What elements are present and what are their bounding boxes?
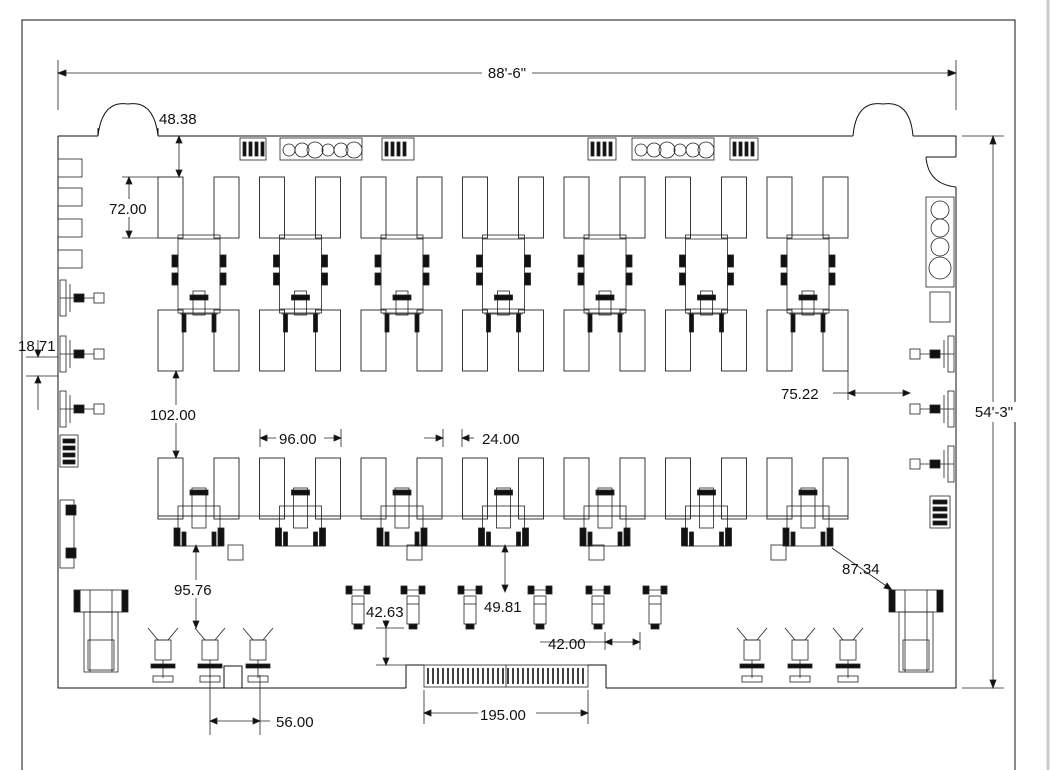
door-top-left xyxy=(97,103,159,137)
power-rack xyxy=(665,487,747,547)
dim-corner-clearance xyxy=(831,547,893,591)
wall-rack-station xyxy=(909,445,955,483)
bottom-platform-row xyxy=(157,457,849,561)
small-dumbbell-rack xyxy=(239,137,267,161)
storage-box xyxy=(588,544,605,561)
adjustable-bench xyxy=(400,585,426,630)
dim-cable-spacing xyxy=(208,675,270,735)
small-dumbbell-rack xyxy=(729,137,759,161)
wall-rack-station xyxy=(59,335,105,373)
top-platform-row xyxy=(157,176,849,372)
top-platform-1 xyxy=(157,176,240,372)
left-wall-storage-boxes xyxy=(57,158,83,269)
left-wall-bench xyxy=(59,499,77,569)
bottom-platform-7 xyxy=(766,457,849,547)
top-wall-storage xyxy=(239,137,759,161)
power-rack xyxy=(476,234,531,333)
bottom-platform-3 xyxy=(360,457,443,547)
label-bench-to-dumbbell: 49.81 xyxy=(484,599,522,616)
label-platform-length: 72.00 xyxy=(109,201,147,218)
overall-depth-label: 54'-3" xyxy=(975,404,1013,421)
power-rack xyxy=(171,234,227,333)
leg-station xyxy=(832,627,864,683)
label-dumbbell-spacing: 42.00 xyxy=(548,636,586,653)
storage-box xyxy=(227,544,244,561)
power-rack xyxy=(273,234,328,333)
small-dumbbell-rack xyxy=(587,137,617,161)
power-rack xyxy=(564,487,645,547)
power-rack xyxy=(780,234,836,333)
door-right-wall xyxy=(925,156,957,188)
label-corner-clearance: 87.34 xyxy=(842,561,880,578)
label-cable-spacing: 56.00 xyxy=(276,714,314,731)
wall-rack-station xyxy=(59,390,105,428)
adjustable-bench xyxy=(585,585,611,630)
wall-rack-station xyxy=(909,390,955,428)
right-wall-ball-rack xyxy=(925,196,955,323)
storage-box xyxy=(770,544,787,561)
label-bench-gap: 95.76 xyxy=(174,582,212,599)
bottom-platform-6 xyxy=(665,457,747,547)
label-wall-to-platform: 48.38 xyxy=(159,111,197,128)
dim-bench-to-dumbbell xyxy=(501,543,509,594)
label-rack-width: 96.00 xyxy=(279,431,317,448)
bottom-platform-1 xyxy=(157,457,240,547)
top-platform-2 xyxy=(259,176,341,372)
adjustable-bench xyxy=(345,585,371,630)
small-dumbbell-rack xyxy=(381,137,415,161)
dim-dumbbell-spacing xyxy=(540,632,642,650)
ball-rack xyxy=(279,137,363,161)
right-plate-tree xyxy=(929,495,951,529)
leg-station xyxy=(736,627,768,683)
power-rack xyxy=(361,487,442,547)
bottom-platform-5 xyxy=(563,457,646,547)
corner-machine-left xyxy=(73,589,129,673)
label-rack-gap: 24.00 xyxy=(482,431,520,448)
top-platform-6 xyxy=(665,176,747,372)
dumbbell-rack xyxy=(423,664,589,688)
leg-station xyxy=(784,627,816,683)
left-wall-stations xyxy=(59,279,105,569)
wall-rack-station xyxy=(59,279,105,317)
wall-rack-station xyxy=(909,335,955,373)
adjustable-bench xyxy=(457,585,483,630)
sheet-border xyxy=(21,19,1016,770)
top-platform-5 xyxy=(563,176,646,372)
top-platform-3 xyxy=(360,176,443,372)
dumbbell-benches xyxy=(345,585,668,630)
top-platform-4 xyxy=(462,176,544,372)
label-side-clearance: 75.22 xyxy=(781,386,819,403)
power-rack xyxy=(679,234,734,333)
label-row-gap: 102.00 xyxy=(150,407,196,424)
dim-rack-gap xyxy=(424,429,474,447)
dim-wall-to-platform xyxy=(175,134,183,179)
dim-side-rack-spacing xyxy=(26,340,58,410)
bottom-stations xyxy=(147,627,864,683)
bottom-platform-4 xyxy=(462,457,544,547)
right-wall-stations xyxy=(909,335,955,529)
overall-width-label: 88'-6" xyxy=(488,65,526,82)
leg-station xyxy=(194,627,226,683)
door-top-right xyxy=(852,103,914,137)
left-plate-tree xyxy=(59,434,79,468)
adjustable-bench xyxy=(642,585,668,630)
power-rack xyxy=(577,234,633,333)
dim-side-clearance xyxy=(833,371,912,400)
dim-dumbbell-to-wall xyxy=(376,620,408,667)
power-rack xyxy=(374,234,430,333)
leg-station xyxy=(147,627,179,683)
label-side-rack-spacing: 18.71 xyxy=(18,338,56,355)
label-dumbbell-to-wall: 42.63 xyxy=(366,604,404,621)
storage-box xyxy=(406,544,423,561)
corner-machine-right xyxy=(888,589,944,673)
ball-rack xyxy=(631,137,715,161)
label-dumbbell-rack-length: 195.00 xyxy=(480,707,526,724)
adjustable-bench xyxy=(527,585,553,630)
top-platform-7 xyxy=(766,176,849,372)
leg-station xyxy=(242,627,274,683)
bottom-platform-2 xyxy=(259,457,341,547)
